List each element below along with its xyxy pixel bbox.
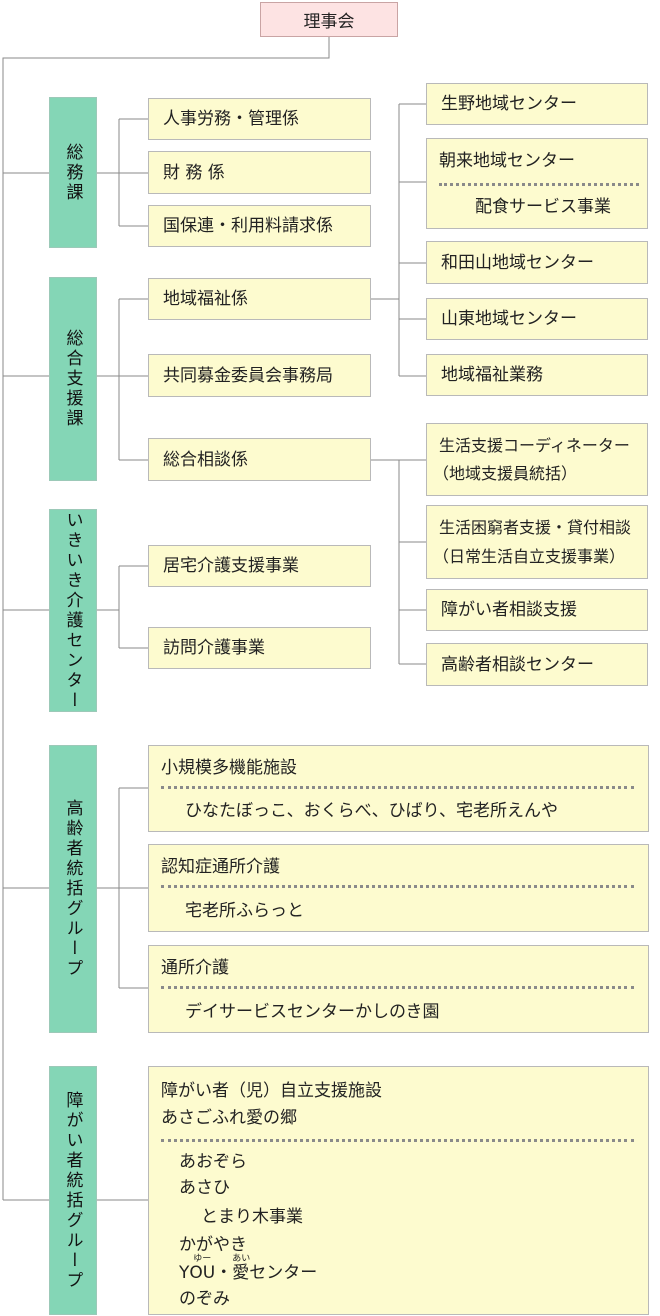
divider bbox=[161, 1139, 634, 1142]
dept-general-support: 総合支援課 bbox=[49, 277, 97, 481]
asago-center-title: 朝来地域センター bbox=[439, 151, 575, 171]
you-prefix: Y bbox=[179, 1263, 190, 1283]
dementia-day-care: 認知症通所介護 宅老所ふらっと bbox=[148, 844, 649, 932]
ikuno-center: 生野地域センター bbox=[426, 83, 648, 125]
poverty-line-1: 生活困窮者支援・貸付相談 bbox=[439, 518, 632, 537]
divider bbox=[161, 786, 634, 789]
community-welfare-work: 地域福祉業務 bbox=[426, 354, 648, 396]
facility-nozomi: のぞみ bbox=[179, 1289, 230, 1309]
dementia-day-care-title: 認知症通所介護 bbox=[161, 857, 280, 877]
facility-kagayaki: かがやき bbox=[179, 1235, 247, 1255]
dept-ikiiki-care-center: いきいき介護センター bbox=[49, 509, 97, 712]
day-care-list: デイサービスセンターかしのき園 bbox=[185, 1002, 440, 1022]
asago-center: 朝来地域センター 配食サービス事業 bbox=[426, 138, 648, 229]
facility-tomarigi: とまり木事業 bbox=[201, 1207, 303, 1227]
you-text: OU bbox=[189, 1263, 216, 1283]
dept-disability-group: 障がい者統括グループ bbox=[49, 1066, 97, 1315]
elderly-consultation-center: 高齢者相談センター bbox=[426, 643, 648, 686]
dept-general-support-label: 総合支援課 bbox=[62, 329, 83, 429]
center-suffix: センター bbox=[249, 1263, 318, 1283]
disability-consultation: 障がい者相談支援 bbox=[426, 589, 648, 631]
disability-title-line-1: 障がい者（児）自立支援施設 bbox=[161, 1081, 382, 1101]
meal-service: 配食サービス事業 bbox=[475, 197, 611, 217]
divider bbox=[439, 183, 639, 186]
ai-text: 愛 bbox=[232, 1263, 250, 1283]
dept-elderly-label: 高齢者統括グループ bbox=[62, 799, 83, 979]
section-finance: 財 務 係 bbox=[148, 151, 371, 194]
middle-dot: ・ bbox=[215, 1263, 233, 1283]
disability-title-line-2: あさごふれ愛の郷 bbox=[161, 1108, 297, 1128]
day-care: 通所介護 デイサービスセンターかしのき園 bbox=[148, 945, 649, 1033]
facility-asahi: あさひ bbox=[179, 1178, 230, 1198]
facility-aozora: あおぞら bbox=[179, 1152, 247, 1172]
dept-general-affairs-label: 総務課 bbox=[62, 142, 83, 203]
board-of-directors: 理事会 bbox=[260, 2, 398, 37]
section-visiting-care: 訪問介護事業 bbox=[148, 627, 371, 669]
section-community-welfare: 地域福祉係 bbox=[148, 278, 371, 320]
dementia-day-care-list: 宅老所ふらっと bbox=[185, 901, 304, 921]
small-multifunction-facility: 小規模多機能施設 ひなたぼっこ、おくらべ、ひばり、宅老所えんや bbox=[148, 745, 649, 832]
ai-ruby-group: あい愛 bbox=[232, 1254, 250, 1283]
santo-center: 山東地域センター bbox=[426, 298, 648, 340]
wadayama-center: 和田山地域センター bbox=[426, 241, 648, 284]
section-hr: 人事労務・管理係 bbox=[148, 98, 371, 140]
poverty-support: 生活困窮者支援・貸付相談 （日常生活自立支援事業） bbox=[426, 505, 648, 579]
coordinator-line-2: （地域支援員統括） bbox=[433, 464, 578, 483]
you-ruby: ゆー bbox=[193, 1254, 212, 1264]
dept-general-affairs: 総務課 bbox=[49, 97, 97, 248]
section-home-care-support: 居宅介護支援事業 bbox=[148, 545, 371, 587]
disability-support-facility: 障がい者（児）自立支援施設 あさごふれ愛の郷 あおぞら あさひ とまり木事業 か… bbox=[148, 1066, 649, 1315]
poverty-line-2: （日常生活自立支援事業） bbox=[433, 547, 626, 566]
section-kokuho: 国保連・利用料請求係 bbox=[148, 205, 371, 247]
ai-ruby: あい bbox=[232, 1254, 251, 1264]
life-support-coordinator: 生活支援コーディネーター （地域支援員統括） bbox=[426, 423, 648, 496]
dept-elderly-group: 高齢者統括グループ bbox=[49, 745, 97, 1033]
dept-ikiiki-label: いきいき介護センター bbox=[62, 510, 83, 711]
section-general-consultation: 総合相談係 bbox=[148, 438, 371, 481]
dept-disability-label: 障がい者統括グループ bbox=[62, 1090, 83, 1291]
coordinator-line-1: 生活支援コーディネーター bbox=[439, 436, 630, 455]
day-care-title: 通所介護 bbox=[161, 958, 229, 978]
small-multifunction-list: ひなたぼっこ、おくらべ、ひばり、宅老所えんや bbox=[185, 801, 558, 821]
divider bbox=[161, 885, 634, 888]
section-community-chest: 共同募金委員会事務局 bbox=[148, 354, 371, 397]
small-multifunction-title: 小規模多機能施設 bbox=[161, 758, 297, 778]
divider bbox=[161, 986, 634, 989]
